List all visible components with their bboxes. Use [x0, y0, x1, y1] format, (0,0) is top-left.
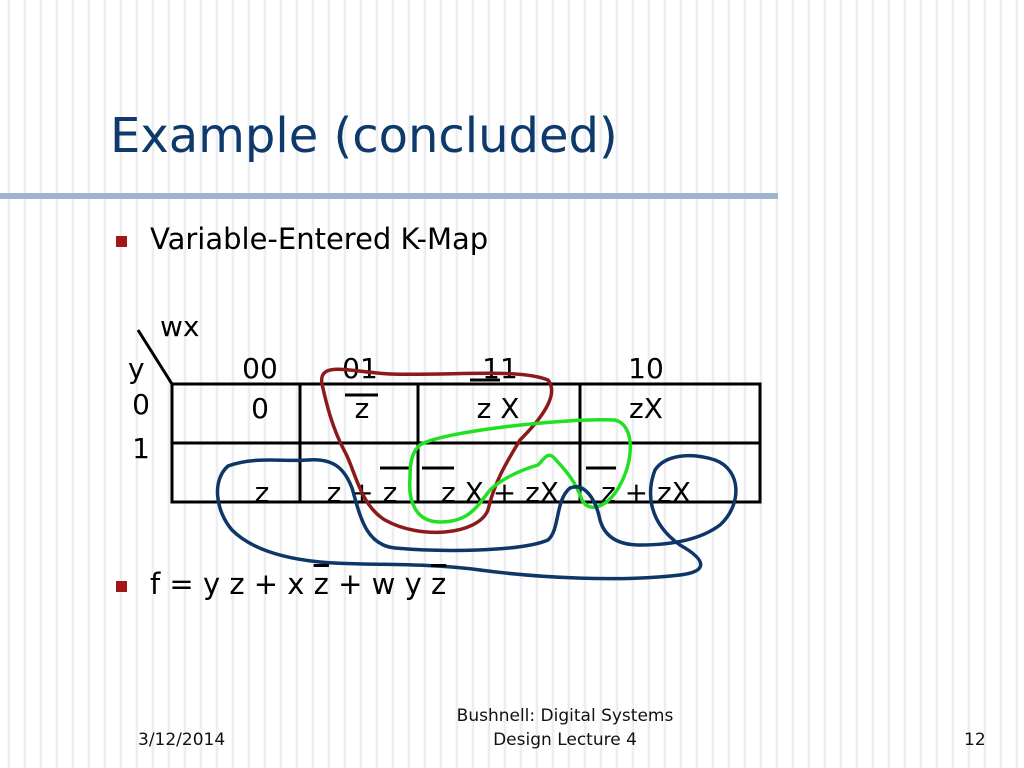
kmap-cell: z X	[477, 392, 520, 425]
footer-center: Bushnell: Digital Systems Design Lecture…	[400, 704, 730, 752]
kmap-cell: zX	[629, 392, 663, 425]
loop-blue	[215, 453, 738, 581]
kmap-row-var: y	[128, 352, 145, 385]
kmap-col-header: 00	[242, 352, 278, 385]
kmap-cell: z	[255, 476, 270, 509]
function-middle: + w y	[338, 567, 422, 601]
loop-green	[407, 418, 632, 524]
kmap-row-header: 1	[132, 432, 150, 465]
kmap-grid	[170, 382, 762, 504]
bullet-kmap-label: Variable-Entered K-Map	[150, 222, 489, 256]
footer-page-number: 12	[964, 730, 986, 750]
kmap-row-header: 0	[132, 388, 150, 421]
bullet-marker	[116, 581, 127, 592]
slide-title: Example (concluded)	[110, 108, 618, 164]
function-expression: f = y z + x z + w y z	[150, 567, 446, 601]
bullet-marker	[116, 236, 127, 247]
loop-red	[320, 367, 554, 535]
footer-center-line: Design Lecture 4	[493, 730, 637, 750]
complement-bars	[345, 378, 616, 470]
footer-center-line: Bushnell: Digital Systems	[456, 706, 674, 726]
kmap-col-header: 10	[628, 352, 664, 385]
kmap-column-vars: wx	[160, 310, 199, 343]
function-z-complement: z	[430, 567, 447, 601]
function-z-complement: z	[313, 567, 329, 601]
function-prefix: f = y z + x	[150, 567, 305, 601]
kmap-cell: 0	[251, 392, 269, 425]
kmap-cell: z	[355, 392, 370, 425]
kmap-diagonal	[136, 329, 174, 385]
footer-date: 3/12/2014	[138, 730, 226, 750]
title-underline	[0, 193, 778, 199]
